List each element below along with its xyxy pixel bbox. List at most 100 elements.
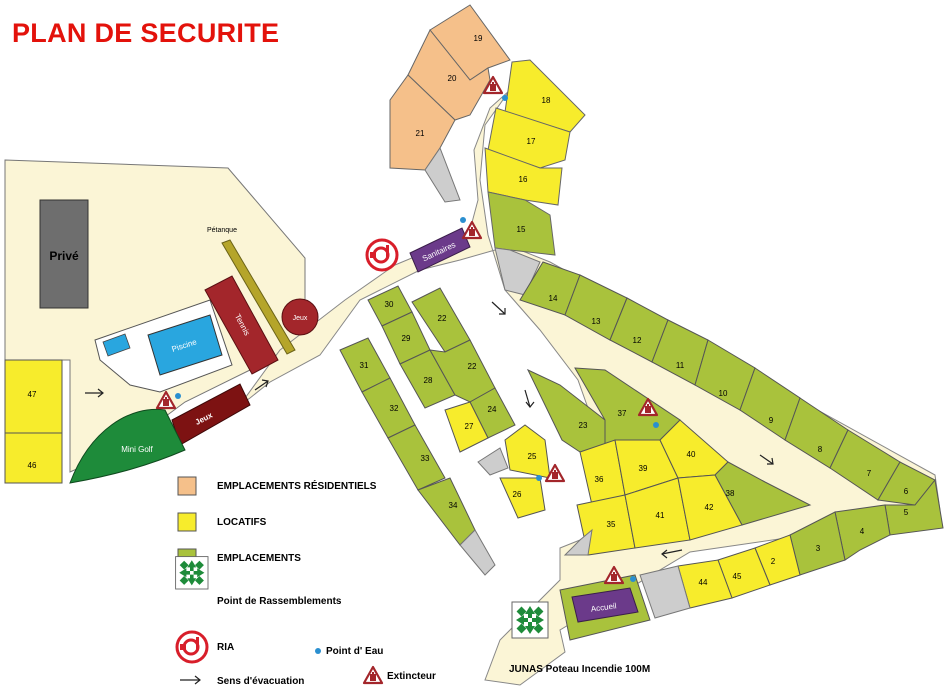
pitch-42[interactable] (677, 474, 743, 541)
jeux-circle-area[interactable] (281, 298, 319, 336)
pitch-label-46: 46 (28, 461, 37, 470)
pitch-label-16: 16 (519, 175, 528, 184)
residentiel-zone: 19 20 21 (389, 4, 511, 203)
assembly-point-icon (175, 556, 209, 590)
petanque-court[interactable] (221, 239, 296, 355)
prive-area (39, 199, 89, 309)
mini-golf-label: Mini Golf (121, 445, 153, 454)
sanitaires-building[interactable] (409, 227, 471, 273)
pitch-34[interactable] (417, 477, 476, 546)
pitch-label-5: 5 (904, 508, 909, 517)
pitch-46[interactable] (4, 432, 63, 484)
legend-evacuation: Sens d'évacuation (217, 676, 304, 687)
pitch-label-22-lower: 22 (468, 362, 477, 371)
legend-ria: RIA (217, 642, 234, 653)
pitch-33[interactable] (387, 424, 446, 491)
ria-icon (365, 238, 399, 272)
pitch-label-14: 14 (549, 294, 558, 303)
fire-hydrant-note: JUNAS Poteau Incendie 100M (509, 664, 650, 675)
pitch-label-32: 32 (390, 404, 399, 413)
pitch-20[interactable] (407, 29, 491, 121)
pitch-label-11: 11 (676, 361, 685, 370)
legend-swatch-residentiel (177, 476, 197, 496)
pitch-label-7: 7 (867, 469, 872, 478)
jeux-circle-label: Jeux (293, 315, 308, 322)
pitch-label-21: 21 (416, 129, 425, 138)
west-centre-block: 30 29 22 28 22 24 27 25 26 (367, 285, 551, 519)
evacuation-arrow-icon (491, 301, 506, 315)
extincteur-icon (362, 665, 384, 685)
pitch-label-22-top: 22 (438, 314, 447, 323)
pitch-label-45: 45 (733, 572, 742, 581)
legend-point-eau: Point d' Eau (326, 646, 383, 657)
pitch-label-40: 40 (687, 450, 696, 459)
pitch-label-39: 39 (639, 464, 648, 473)
water-point-icon (630, 576, 636, 582)
pitch-label-35: 35 (607, 520, 616, 529)
grey-lot-27 (477, 447, 509, 476)
pitch-17[interactable] (487, 107, 571, 169)
central-block: 23 37 36 39 40 38 35 41 42 (526, 367, 812, 556)
water-point-icon (315, 648, 321, 654)
evacuation-arrow-icon (661, 549, 683, 559)
water-point-icon (175, 393, 181, 399)
pitch-label-4: 4 (860, 527, 865, 536)
evacuation-arrows (85, 301, 774, 559)
piscine-pool (147, 314, 223, 376)
pitch-label-12: 12 (633, 336, 642, 345)
south-pitches: 2 45 44 (639, 534, 801, 619)
left-area: 47 46 Privé Piscine Tennis Pétanque Jeux… (4, 199, 319, 484)
pitch-47[interactable] (4, 359, 63, 434)
water-point-icon (653, 422, 659, 428)
pitch-18[interactable] (504, 59, 586, 133)
legend-emplacement: EMPLACEMENTS (217, 553, 301, 564)
pitch-label-38: 37 (618, 409, 627, 418)
pitch-label-19: 19 (474, 34, 483, 43)
accueil-building[interactable] (571, 587, 639, 623)
pitch-label-20: 20 (448, 74, 457, 83)
evacuation-arrow-icon (180, 675, 201, 685)
accueil-label: Accueil (590, 601, 617, 614)
grey-lot-south (639, 565, 691, 619)
pitch-label-31: 31 (360, 361, 369, 370)
pitch-27[interactable] (444, 401, 489, 453)
water-point-icon (460, 217, 466, 223)
assembly-point-icon (511, 601, 549, 639)
water-point-icon (502, 95, 508, 101)
petanque-label: Pétanque (207, 227, 237, 234)
pitch-label-41: 41 (656, 511, 665, 520)
evacuation-arrow-icon (524, 389, 535, 408)
page-title: PLAN DE SECURITE (12, 18, 280, 48)
tennis-court[interactable] (204, 275, 279, 375)
evacuation-arrow-icon (85, 388, 104, 398)
pitch-26[interactable] (499, 477, 546, 519)
grey-lot-central (563, 528, 593, 556)
pitch-label-27: 27 (465, 422, 474, 431)
grey-lot-34 (459, 529, 496, 576)
pitch-label-6: 6 (904, 487, 909, 496)
pitch-label-34: 34 (449, 501, 458, 510)
pitch-label-29: 29 (402, 334, 411, 343)
pitch-label-33: 33 (421, 454, 430, 463)
mini-golf-area[interactable] (69, 408, 186, 484)
pitch-label-28: 28 (424, 376, 433, 385)
pitch-label-18: 18 (542, 96, 551, 105)
west-strip: 31 32 33 34 (339, 337, 496, 576)
pitch-label-26: 26 (513, 490, 522, 499)
pitch-label-43: 38 (726, 489, 735, 498)
pitch-43[interactable] (714, 461, 812, 526)
pitch-label-47: 47 (28, 390, 37, 399)
pitch-label-42: 42 (705, 503, 714, 512)
pitch-25[interactable] (504, 424, 551, 479)
legend-swatch-locatif (177, 512, 197, 532)
pitch-label-8: 8 (818, 445, 823, 454)
pitch-label-25: 25 (528, 452, 537, 461)
legend-residentiel: EMPLACEMENTS RÉSIDENTIELS (217, 479, 377, 492)
evacuation-arrow-icon (759, 454, 774, 465)
pitch-label-23: 24 (488, 405, 497, 414)
pitch-label-3: 3 (816, 544, 821, 553)
legend-locatif: LOCATIFS (217, 517, 267, 528)
pitch-label-15: 15 (517, 225, 526, 234)
pitch-label-36: 36 (595, 475, 604, 484)
